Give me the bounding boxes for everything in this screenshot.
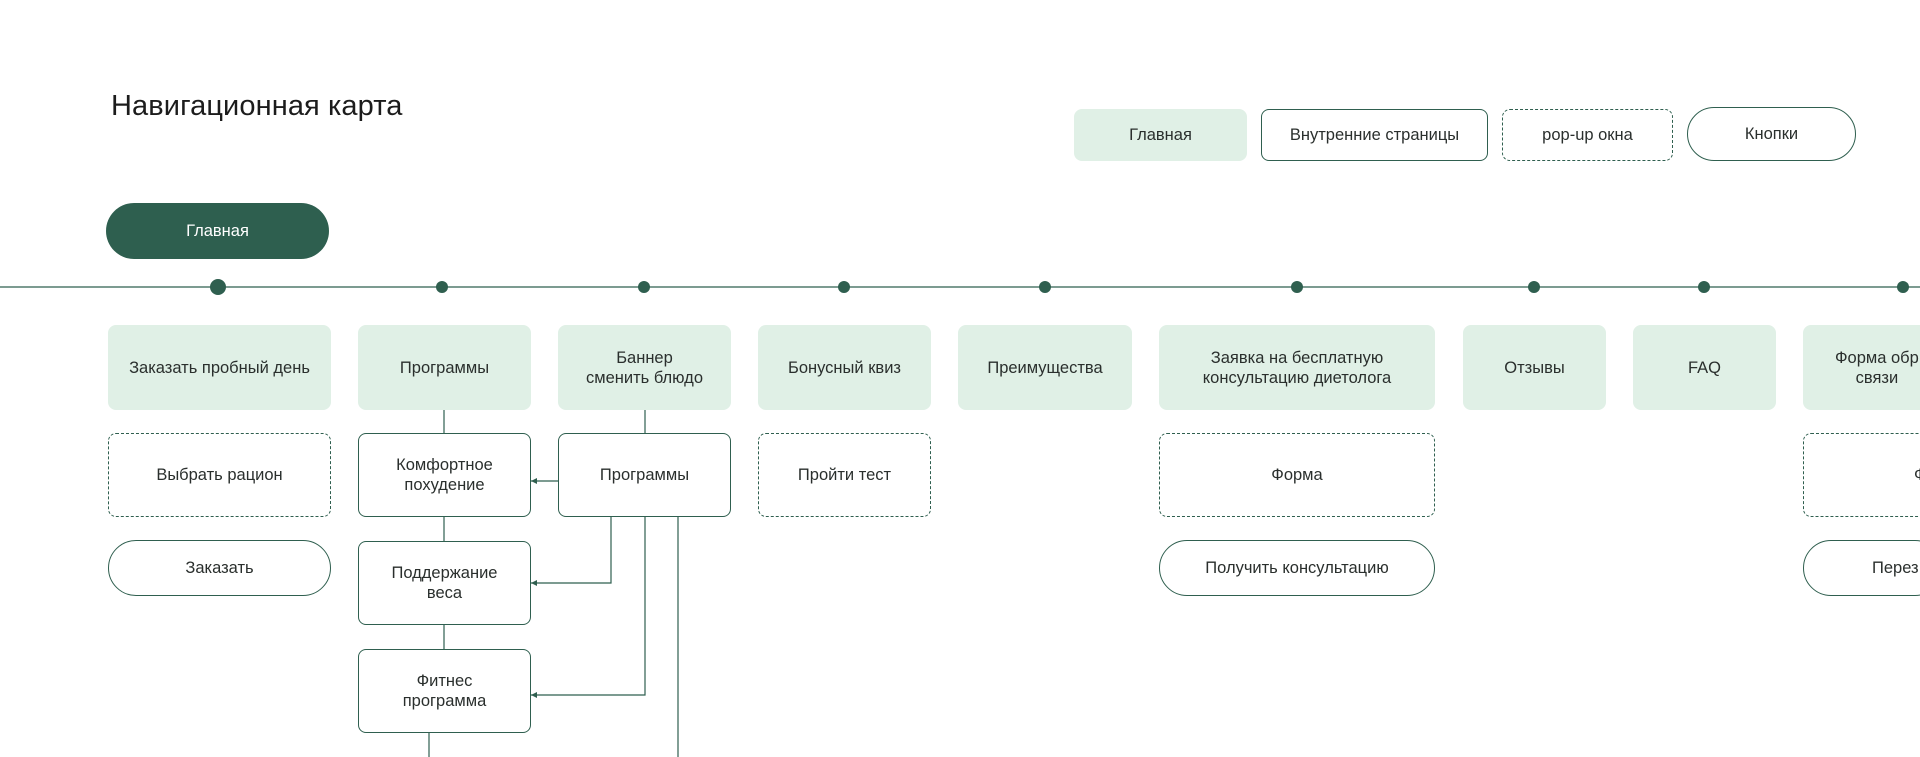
section-bonus-quiz[interactable]: Бонусный квиз (758, 325, 931, 410)
section-reviews[interactable]: Отзывы (1463, 325, 1606, 410)
page-title: Навигационная карта (111, 90, 403, 122)
section-trial-day[interactable]: Заказать пробный день (108, 325, 331, 410)
page-fitness-program[interactable]: Фитнес программа (358, 649, 531, 733)
legend-inner: Внутренние страницы (1261, 109, 1488, 161)
page-weight-maintenance[interactable]: Поддержание веса (358, 541, 531, 625)
section-advantages[interactable]: Преимущества (958, 325, 1132, 410)
section-faq[interactable]: FAQ (1633, 325, 1776, 410)
section-consultation[interactable]: Заявка на бесплатную консультацию диетол… (1159, 325, 1435, 410)
legend-buttons: Кнопки (1687, 107, 1856, 161)
page-programs[interactable]: Программы (558, 433, 731, 517)
section-feedback-form[interactable]: Форма обр связи (1803, 325, 1920, 410)
order-button[interactable]: Заказать (108, 540, 331, 596)
popup-form[interactable]: Форма (1159, 433, 1435, 517)
popup-take-test[interactable]: Пройти тест (758, 433, 931, 517)
root-node-home[interactable]: Главная (106, 203, 329, 259)
get-consultation-button[interactable]: Получить консультацию (1159, 540, 1435, 596)
legend-popup: pop-up окна (1502, 109, 1673, 161)
callback-button[interactable]: Перез (1803, 540, 1920, 596)
page-comfort-weight-loss[interactable]: Комфортное похудение (358, 433, 531, 517)
section-banner[interactable]: Баннер сменить блюдо (558, 325, 731, 410)
popup-feedback-form[interactable]: Ф (1803, 433, 1920, 517)
section-programs[interactable]: Программы (358, 325, 531, 410)
legend-main: Главная (1074, 109, 1247, 161)
popup-choose-ration[interactable]: Выбрать рацион (108, 433, 331, 517)
